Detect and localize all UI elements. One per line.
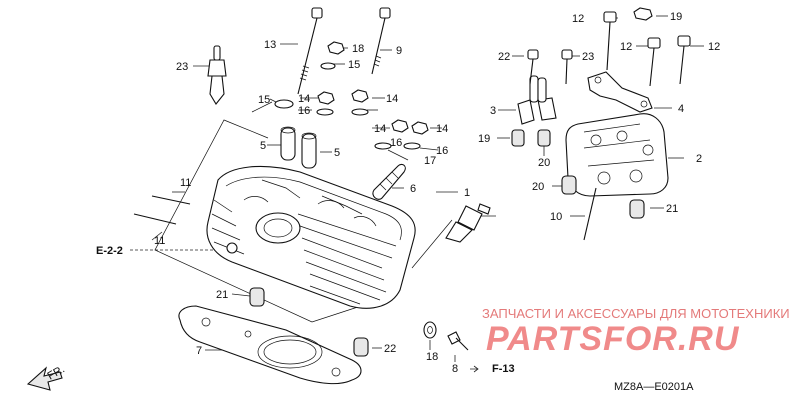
cylinder-head	[206, 165, 416, 309]
callout: 12	[708, 41, 720, 53]
bracket-plate	[587, 71, 653, 113]
callout: 21	[666, 203, 678, 215]
watermark-tagline: ЗАПЧАСТИ И АКСЕССУАРЫ ДЛЯ МОТОТЕХНИКИ	[482, 306, 790, 321]
callout: 3	[490, 105, 496, 117]
callout-labels: 1 2 3 4 5 5 6 7 8 9 10 11 11 12 12 12 13…	[154, 11, 720, 375]
callout: 14	[436, 123, 448, 135]
callout: 7	[196, 345, 202, 357]
front-arrow-icon	[26, 366, 63, 391]
studs	[133, 195, 191, 225]
callout: 15	[348, 59, 360, 71]
front-label: FR.	[46, 363, 67, 382]
callout: 5	[334, 147, 340, 159]
short-bolts	[527, 49, 573, 85]
callout: 15	[258, 94, 270, 106]
callout: 18	[426, 351, 438, 363]
callout: 2	[696, 153, 702, 165]
callout: 19	[478, 133, 490, 145]
sealing-washer-bolt	[423, 321, 469, 351]
callout: 9	[396, 45, 402, 57]
callout: 8	[452, 363, 458, 375]
assembly-outline	[154, 101, 453, 323]
callout: 12	[572, 13, 584, 25]
callout: 17	[424, 155, 436, 167]
rocker-shaft	[583, 187, 597, 241]
callout: 19	[670, 11, 682, 23]
callout: 18	[352, 43, 364, 55]
callout: 20	[532, 181, 544, 193]
callout: 23	[582, 51, 594, 63]
callout: 16	[390, 137, 402, 149]
callout: 22	[384, 343, 396, 355]
callout: 16	[298, 105, 310, 117]
long-bolts	[297, 7, 391, 95]
callout: 14	[386, 93, 398, 105]
watermark-logo: PARTSFOR.RU	[486, 320, 740, 358]
nuts-washers	[274, 41, 429, 150]
head-gasket	[178, 305, 362, 385]
callout: 1	[464, 187, 470, 199]
callout: 10	[550, 211, 562, 223]
spark-plugs	[207, 45, 491, 243]
callout: 14	[374, 123, 386, 135]
callout: 11	[180, 177, 191, 189]
callout: 12	[620, 41, 632, 53]
callout: 14	[298, 93, 310, 105]
oil-pipe	[372, 163, 406, 200]
reference-e-2-2[interactable]: E-2-2	[96, 245, 123, 257]
callout: 13	[264, 39, 276, 51]
callout: 11	[154, 235, 165, 247]
callout: 4	[678, 103, 684, 115]
callout: 6	[410, 183, 416, 195]
holder-bolts	[603, 7, 691, 87]
diagram-code: MZ8A—E0201A	[614, 381, 694, 393]
rocker-arms	[517, 75, 557, 125]
callout: 23	[176, 61, 188, 73]
dowel-pins	[249, 287, 369, 357]
callout: 22	[498, 51, 510, 63]
callout: 21	[216, 289, 228, 301]
rocker-holder	[565, 113, 669, 197]
holder-dowels	[511, 129, 645, 219]
callout: 16	[436, 145, 448, 157]
callout: 5	[260, 140, 266, 152]
callout: 20	[538, 157, 550, 169]
valve-guides	[280, 126, 317, 169]
reference-f-13[interactable]: F-13	[492, 363, 515, 375]
